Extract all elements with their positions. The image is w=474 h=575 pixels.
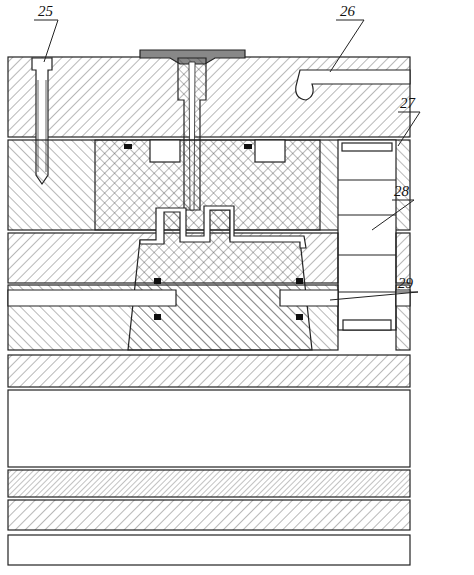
cooling-channel [296, 70, 410, 100]
leader-line [34, 20, 420, 300]
ejector-space [8, 390, 410, 467]
callout-number: 28 [394, 183, 409, 199]
guide-pillar [338, 140, 396, 330]
cooling-channel [8, 290, 176, 306]
callout-number: 26 [340, 3, 355, 19]
callout-number: 25 [38, 3, 53, 19]
spacer-plate [8, 355, 410, 387]
top-plate [8, 57, 410, 137]
molded-part [140, 206, 306, 248]
bottom-plate [8, 535, 410, 565]
ejector-plate [8, 470, 410, 497]
cooling-channel [280, 290, 338, 306]
callout-number: 29 [398, 275, 413, 291]
callout-number: 27 [400, 95, 415, 111]
ejector-retainer [8, 500, 410, 530]
